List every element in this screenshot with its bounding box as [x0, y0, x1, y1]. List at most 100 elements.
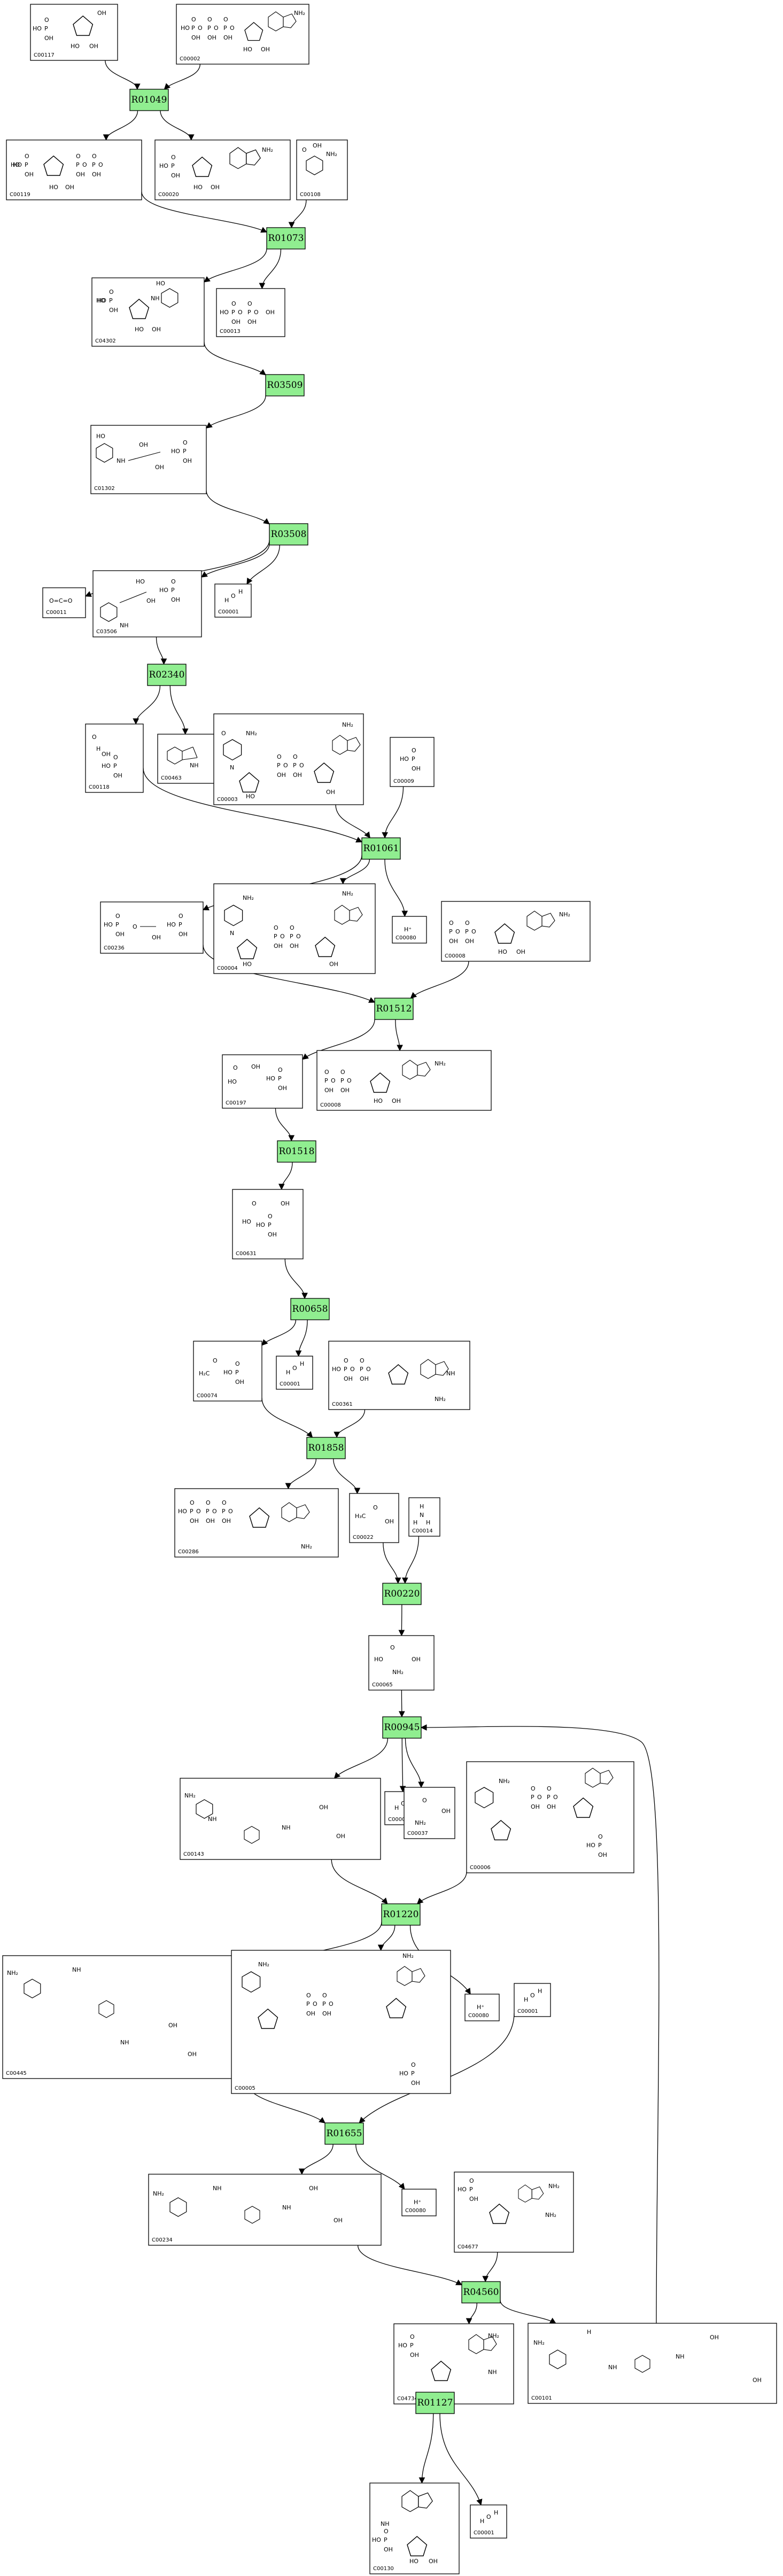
atom-o: O: [221, 730, 226, 737]
reaction-R03509[interactable]: R03509: [265, 374, 305, 396]
reaction-R03508[interactable]: R03508: [269, 523, 308, 546]
atom-o: O: [230, 25, 235, 32]
reaction-box[interactable]: [306, 1437, 346, 1459]
compound-id: C00463: [161, 775, 182, 781]
compound-id: C00011: [46, 610, 67, 616]
atom-nh2: NH₂: [415, 1819, 426, 1826]
reaction-box[interactable]: [381, 1903, 421, 1926]
atom-nh: NH: [151, 295, 160, 302]
atom-nh2: NH₂: [243, 894, 254, 901]
atom-o: O: [313, 2001, 317, 2007]
atom-oh: OH: [115, 931, 125, 938]
reaction-R00220[interactable]: R00220: [382, 1583, 422, 1605]
reaction-R01073[interactable]: R01073: [266, 227, 306, 250]
atom-oh: OH: [277, 772, 286, 779]
reaction-box[interactable]: [265, 374, 305, 396]
atom-o: O: [299, 762, 304, 769]
atom-oh: OH: [139, 441, 148, 448]
atom-o: O: [206, 1499, 211, 1506]
structure-sketch: HOH: [224, 588, 243, 604]
edge-C00631-R00658: [284, 1258, 308, 1299]
structure-sketch: H⁺: [414, 2199, 421, 2206]
atom-o: O: [223, 16, 228, 23]
compound-id: C00197: [226, 1100, 246, 1106]
compound-id: C00001: [218, 609, 239, 615]
atom-ho: HO: [242, 1218, 251, 1225]
reaction-box[interactable]: [290, 1298, 330, 1320]
edge-C00361-R01858: [334, 1409, 366, 1438]
atom-o: O: [274, 924, 278, 931]
atom-o: O: [547, 1785, 552, 1792]
atom-oh: OH: [183, 457, 192, 464]
reaction-R00658[interactable]: R00658: [290, 1298, 330, 1320]
atom-o: O: [179, 913, 183, 920]
atom-o: O: [469, 2177, 474, 2184]
reaction-R01518[interactable]: R01518: [277, 1140, 316, 1163]
atom-o: O: [324, 1069, 329, 1076]
reaction-box[interactable]: [129, 89, 169, 111]
reaction-R01512[interactable]: R01512: [374, 998, 414, 1020]
atom-o: O: [280, 933, 285, 940]
reaction-R01858[interactable]: R01858: [306, 1437, 346, 1459]
reaction-box[interactable]: [324, 2122, 364, 2145]
reaction-box[interactable]: [374, 998, 414, 1020]
reaction-box[interactable]: [415, 2392, 455, 2414]
reaction-R01061[interactable]: R01061: [361, 837, 401, 860]
atom-oh: OH: [109, 307, 118, 314]
reaction-box[interactable]: [461, 2281, 501, 2303]
reaction-box[interactable]: [269, 523, 308, 546]
reaction-box[interactable]: [266, 227, 306, 250]
atom-ho: HO: [372, 2536, 381, 2543]
compound-id: C00101: [531, 2395, 552, 2401]
reaction-R01127[interactable]: R01127: [415, 2392, 455, 2414]
edge-R01061-C00004: [339, 859, 370, 885]
reaction-box[interactable]: [277, 1140, 316, 1163]
reaction-R00945[interactable]: R00945: [382, 1716, 422, 1739]
atom-oh: OH: [266, 309, 275, 316]
atom-oh: OH: [191, 34, 200, 41]
atom-oh: OH: [25, 171, 34, 178]
atom-h: H: [480, 2518, 484, 2525]
reaction-box[interactable]: [382, 1583, 422, 1605]
reaction-box[interactable]: [147, 664, 187, 686]
atom-nh2: NH₂: [392, 1669, 404, 1676]
edge-C00001d-R01655: [359, 2013, 515, 2123]
edge-C00101-R00945: [420, 1724, 660, 2324]
atom-ho: HO: [246, 793, 255, 800]
atom-ho: HO: [256, 1221, 265, 1228]
atom-oh: OH: [190, 1517, 199, 1524]
reaction-R02340[interactable]: R02340: [147, 664, 187, 686]
atom-o: O: [322, 1992, 327, 1999]
compound-box: [216, 288, 285, 337]
atom-ho: HO: [409, 2558, 418, 2565]
atom-o: O: [254, 309, 259, 316]
atom-p: P: [207, 25, 211, 32]
edge-R00945-C00143: [334, 1738, 389, 1779]
reaction-box[interactable]: [361, 837, 401, 860]
atom-ho: HO: [228, 1078, 237, 1085]
atom-p: P: [412, 756, 415, 762]
atom-o: O: [278, 1067, 283, 1073]
reaction-R01049[interactable]: R01049: [129, 89, 169, 111]
reaction-R01655[interactable]: R01655: [324, 2122, 364, 2145]
atom-ho: HO: [398, 2342, 407, 2349]
bond: [192, 746, 198, 758]
compound-box: [6, 139, 142, 200]
reaction-box[interactable]: [382, 1716, 422, 1739]
reaction-R04560[interactable]: R04560: [461, 2281, 501, 2303]
atom-h: H: [224, 597, 229, 604]
structure-sketch: H⁺: [477, 2004, 484, 2011]
atom-o: O: [252, 1200, 257, 1207]
compound-id: C00006: [470, 1865, 491, 1871]
reaction-R01220[interactable]: R01220: [381, 1903, 421, 1926]
